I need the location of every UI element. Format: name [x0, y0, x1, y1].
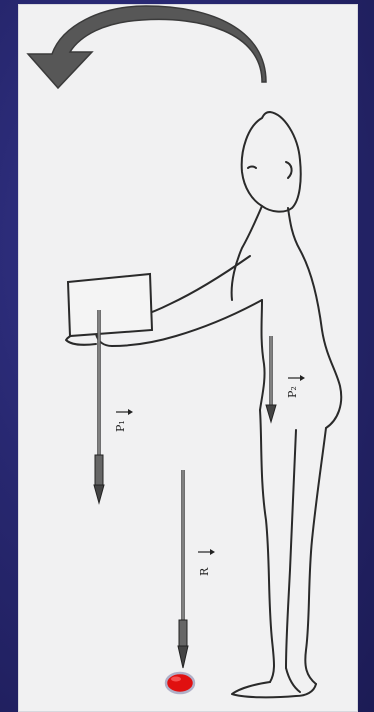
body-weight-vector-arrow-icon	[288, 375, 305, 381]
rotation-arrow-icon	[28, 6, 266, 88]
body-weight-vector	[266, 336, 305, 422]
ground-contact-point	[166, 673, 194, 693]
body-weight-label: P₂	[286, 386, 299, 398]
reaction-label: R	[198, 567, 211, 576]
human-figure	[66, 112, 341, 697]
box-weight-vector-arrow-icon	[116, 409, 133, 415]
reaction-vector-arrow-icon	[198, 549, 215, 555]
box-weight-vector	[94, 310, 133, 503]
box	[68, 274, 152, 336]
box-weight-label: P₁	[114, 420, 127, 432]
